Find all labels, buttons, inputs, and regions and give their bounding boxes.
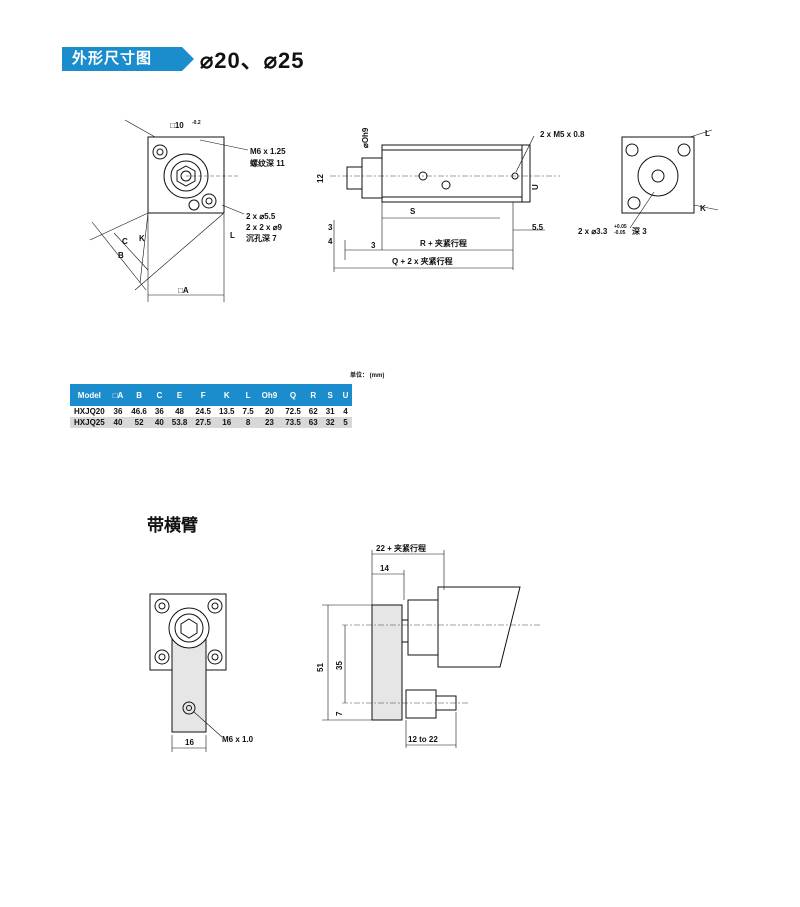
table-cell: 36 (108, 406, 128, 417)
front-view (89, 119, 249, 302)
table-cell: 16 (214, 417, 239, 428)
size-label: ⌀20、⌀25 (200, 48, 305, 73)
label-7: 7 (335, 711, 344, 716)
side-view (330, 135, 560, 272)
label-55: 5.5 (532, 223, 544, 232)
table-cell: 5 (338, 417, 353, 428)
table-row: HXJQ25 40 52 40 53.8 27.5 16 8 23 73.5 6… (70, 417, 353, 428)
label-range: 12 to 22 (408, 735, 438, 744)
unit-label: 单位： (mm) (350, 373, 385, 379)
table-cell: 63 (304, 417, 322, 428)
section-tab: 外形尺寸图 (62, 47, 195, 71)
spec-header-row: Model □A B C E F K L Oh9 Q R S U (70, 384, 353, 406)
table-cell: 46.6 (127, 406, 151, 417)
table-cell: 73.5 (281, 417, 305, 428)
table-cell: 40 (150, 417, 168, 428)
col-header: C (150, 384, 168, 406)
table-cell: 40 (108, 417, 128, 428)
table-cell: 8 (238, 417, 258, 428)
label-3a: 3 (328, 223, 333, 232)
table-cell: 31 (321, 406, 339, 417)
label-rear-l: L (705, 129, 710, 138)
table-cell: 13.5 (214, 406, 239, 417)
label-hole55: 2 x ⌀5.5 (246, 212, 276, 221)
col-header: □A (108, 384, 128, 406)
section-header: 外形尺寸图 ⌀20、⌀25 (62, 46, 305, 73)
label-m6-arm: M6 x 1.0 (222, 735, 254, 744)
arm-side-view (322, 550, 540, 748)
label-35: 35 (335, 661, 344, 670)
table-cell: 20 (257, 406, 282, 417)
col-header: L (238, 384, 258, 406)
col-header: E (167, 384, 192, 406)
label-14: 14 (380, 564, 389, 573)
table-cell: 52 (127, 417, 151, 428)
label-tol1: +0.05 (614, 224, 627, 230)
label-4: 4 (328, 237, 333, 246)
label-oh9: ⌀Oh9 (361, 127, 370, 148)
label-l: L (230, 231, 235, 240)
label-r: R + 夹紧行程 (420, 238, 467, 248)
rear-view (621, 129, 719, 229)
col-header: Oh9 (257, 384, 282, 406)
label-c: C (122, 237, 128, 246)
label-m6: M6 x 1.25 (250, 147, 286, 156)
label-hole9: 2 x 2 x ⌀9 (246, 223, 283, 232)
col-header: U (338, 384, 353, 406)
col-header: K (214, 384, 239, 406)
arm-front-view (149, 593, 227, 752)
col-header: F (191, 384, 215, 406)
table-cell: 53.8 (167, 417, 192, 428)
table-cell: 4 (338, 406, 353, 417)
table-cell: 7.5 (238, 406, 258, 417)
col-header: S (321, 384, 339, 406)
table-cell: 72.5 (281, 406, 305, 417)
label-s: S (410, 207, 416, 216)
label-thread-depth: 螺纹深 11 (250, 158, 285, 168)
label-depth: 深 3 (632, 226, 647, 236)
label-sq10-tol: -0.2 (192, 120, 201, 126)
col-header: B (127, 384, 151, 406)
label-hole33: 2 x ⌀3.3 (578, 227, 608, 236)
table-cell: HXJQ20 (70, 406, 109, 417)
label-counterbore: 沉孔深 7 (246, 233, 277, 243)
table-cell: 36 (150, 406, 168, 417)
table-cell: 62 (304, 406, 322, 417)
col-header: R (304, 384, 322, 406)
table-cell: 48 (167, 406, 192, 417)
label-51: 51 (316, 663, 325, 672)
label-sq-a: □A (178, 286, 189, 295)
table-cell: 23 (257, 417, 282, 428)
label-rear-k: K (700, 204, 706, 213)
label-12: 12 (316, 174, 325, 183)
label-tol2: -0.05 (614, 230, 626, 236)
label-k: K (139, 234, 145, 243)
col-header: Model (70, 384, 109, 406)
label-w16: 16 (185, 738, 194, 747)
label-u: U (531, 184, 540, 190)
table-cell: 32 (321, 417, 339, 428)
spec-table: Model □A B C E F K L Oh9 Q R S U HXJQ20 … (70, 384, 353, 428)
table-row: HXJQ20 36 46.6 36 48 24.5 13.5 7.5 20 72… (70, 406, 353, 417)
label-sq10: □10 (170, 121, 184, 130)
label-3b: 3 (371, 241, 376, 250)
label-b: B (118, 251, 124, 260)
arm-section-title: 带横臂 (147, 516, 198, 535)
label-m5: 2 x M5 x 0.8 (540, 130, 585, 139)
col-header: Q (281, 384, 305, 406)
label-q: Q + 2 x 夹紧行程 (392, 256, 453, 266)
label-stroke: 22 + 夹紧行程 (376, 543, 426, 553)
table-cell: 27.5 (191, 417, 215, 428)
table-cell: 24.5 (191, 406, 215, 417)
table-cell: HXJQ25 (70, 417, 109, 428)
